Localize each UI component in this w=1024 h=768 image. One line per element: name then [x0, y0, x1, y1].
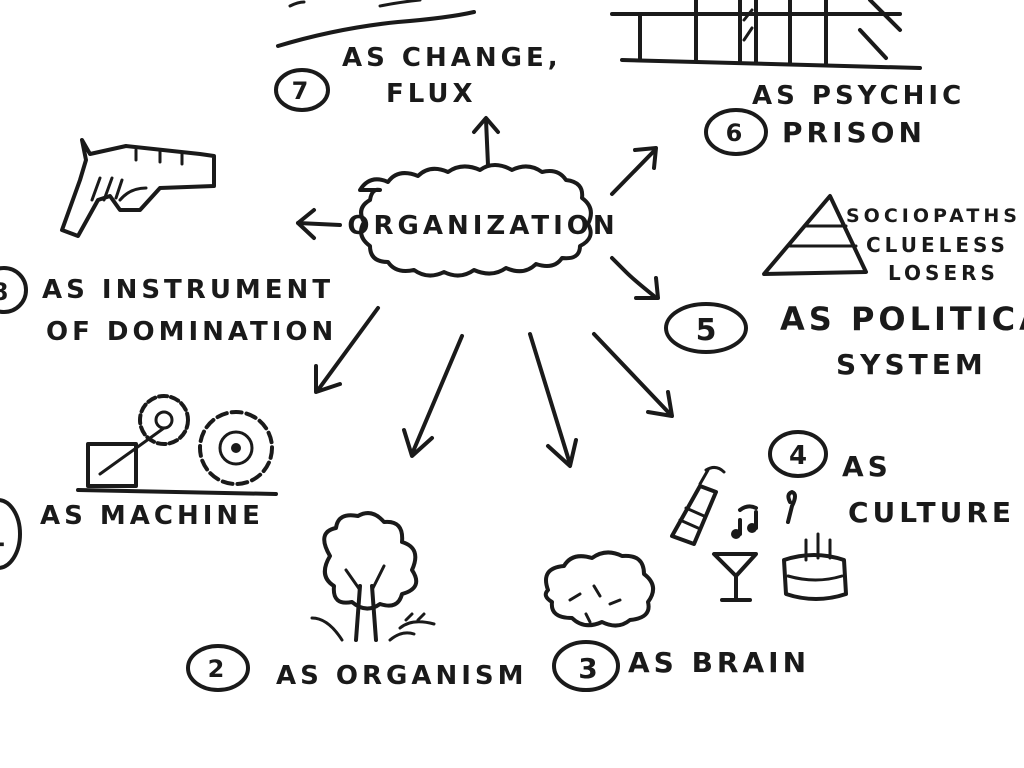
- domination-label-line2: OF DOMINATION: [46, 317, 337, 347]
- party-bottle-music-cake-icon: [670, 465, 848, 602]
- number-circle-8: [0, 266, 28, 314]
- metaphor-brain: 3 AS BRAIN: [543, 550, 810, 692]
- wave-icon: [276, 0, 476, 48]
- domination-label-line1: AS INSTRUMENT: [42, 275, 334, 305]
- arrow-to-culture: [592, 332, 674, 418]
- pyramid-label-losers: LOSERS: [888, 261, 999, 285]
- arrows: [296, 116, 674, 468]
- culture-label-line2: CULTURE: [848, 496, 1015, 529]
- gears-machine-icon: [76, 394, 278, 496]
- number-1: 1: [0, 520, 10, 553]
- number-circle-7: [274, 68, 330, 112]
- machine-label: AS MACHINE: [40, 501, 264, 531]
- political-label-line2: SYSTEM: [836, 348, 987, 381]
- number-circle-4: [768, 430, 828, 478]
- number-circle-2: [186, 644, 250, 692]
- prison-label-line2: PRISON: [782, 116, 926, 149]
- arrow-to-psychic-prison: [610, 146, 658, 196]
- metaphor-organism: 2 AS ORGANISM: [186, 511, 528, 692]
- arrow-to-organism: [402, 334, 464, 458]
- number-8: 8: [0, 278, 12, 306]
- arrow-to-domination: [296, 208, 342, 240]
- number-5: 5: [696, 313, 721, 348]
- number-circle-3: [552, 640, 620, 692]
- pistol-icon: [60, 138, 216, 238]
- pyramid-label-clueless: CLUELESS: [866, 233, 1009, 257]
- brain-icon: [543, 550, 656, 628]
- number-4: 4: [789, 441, 811, 471]
- number-2: 2: [208, 655, 229, 683]
- prison-bars-icon: [610, 0, 922, 70]
- center-node: ORGANIZATION: [347, 163, 618, 278]
- number-circle-1: [0, 498, 22, 570]
- arrow-to-flux: [472, 116, 500, 167]
- metaphor-culture: 4 AS CULTURE: [670, 430, 1015, 602]
- number-3: 3: [578, 652, 601, 685]
- organism-label: AS ORGANISM: [276, 661, 528, 691]
- number-circle-6: [704, 108, 768, 156]
- arrow-to-brain: [528, 332, 578, 468]
- tree-icon: [310, 511, 436, 642]
- center-cloud-shape: [358, 163, 593, 278]
- number-6: 6: [726, 119, 747, 147]
- flux-label-line1: AS CHANGE,: [342, 43, 562, 73]
- prison-label-line1: AS PSYCHIC: [752, 81, 965, 111]
- pyramid-label-sociopaths: SOCIOPATHS: [846, 205, 1021, 227]
- flux-label-line2: FLUX: [386, 79, 477, 109]
- culture-label-line1: AS: [842, 450, 892, 483]
- number-7: 7: [292, 77, 313, 105]
- center-label: ORGANIZATION: [347, 211, 618, 241]
- arrow-to-machine: [314, 306, 380, 394]
- number-circle-5: [664, 302, 748, 354]
- metaphor-flux: 7 AS CHANGE, FLUX: [274, 0, 562, 112]
- brain-label: AS BRAIN: [628, 646, 810, 679]
- arrow-to-political-system: [610, 256, 660, 300]
- metaphor-domination: 8 AS INSTRUMENT OF DOMINATION: [0, 138, 337, 347]
- political-label-line1: AS POLITICA: [780, 300, 1024, 338]
- pyramid-icon: [762, 194, 868, 276]
- metaphor-machine: 1 AS MACHINE: [0, 394, 278, 570]
- metaphor-political-system: SOCIOPATHS CLUELESS LOSERS 5 AS POLITICA…: [664, 194, 1024, 381]
- metaphor-psychic-prison: 6 AS PSYCHIC PRISON: [610, 0, 965, 156]
